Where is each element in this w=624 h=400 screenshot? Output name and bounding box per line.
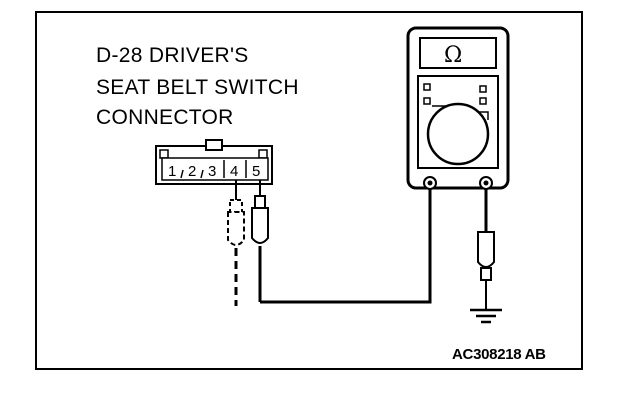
multimeter: Ω	[406, 26, 510, 190]
probe-pin-4	[227, 180, 245, 306]
ohm-symbol-icon: Ω	[444, 43, 462, 68]
figure-frame	[35, 11, 583, 370]
pin-divider	[200, 169, 204, 179]
meter-indicator	[423, 97, 431, 105]
connector-title-line-1: D-28 DRIVER'S	[96, 44, 249, 67]
meter-indicator	[479, 85, 487, 93]
pin-4: 4	[230, 163, 238, 180]
ohm-terminal-core	[483, 180, 489, 186]
meter-display	[419, 37, 497, 69]
meter-indicator	[423, 83, 431, 91]
ground-probe	[477, 189, 495, 310]
connector-latch	[205, 139, 223, 151]
test-lead-com	[260, 186, 432, 304]
meter-indicator	[479, 97, 487, 105]
pin-5: 5	[252, 163, 260, 180]
pin-divider	[180, 169, 184, 179]
pin-3: 3	[208, 163, 216, 180]
connector-tab-left	[159, 149, 169, 159]
connector: 1 2 3 4 5	[155, 139, 273, 185]
connector-title-line-2: SEAT BELT SWITCH	[96, 76, 299, 99]
probe-pin-5	[251, 180, 269, 302]
pin-1: 1	[168, 163, 176, 180]
ground-icon	[470, 308, 502, 324]
pin-2: 2	[188, 163, 196, 180]
com-terminal-core	[427, 180, 433, 186]
connector-pin-frame	[161, 157, 269, 181]
connector-tab-right	[258, 149, 268, 159]
selector-dial	[426, 102, 490, 166]
connector-title-line-3: CONNECTOR	[96, 106, 234, 129]
figure-code: AC308218 AB	[452, 346, 546, 363]
